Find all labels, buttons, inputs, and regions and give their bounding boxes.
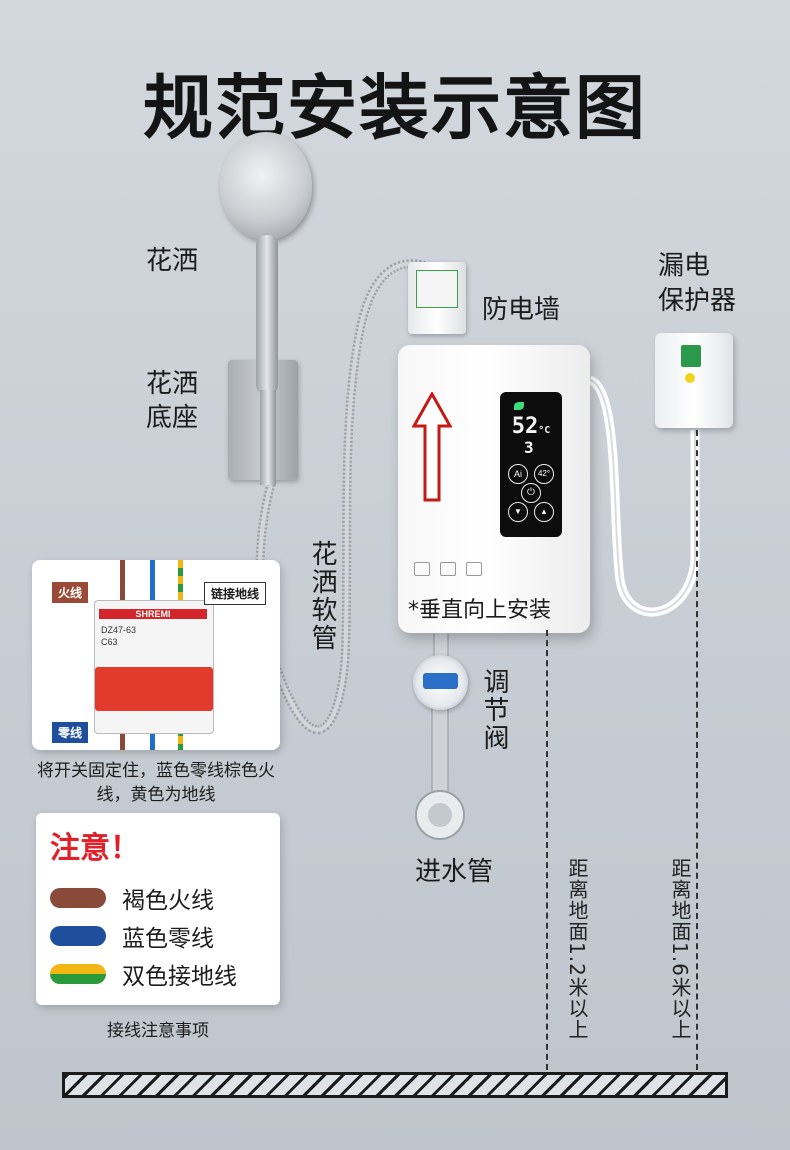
- arrow-up-icon: [412, 392, 452, 504]
- ground-wire-tag: 链接地线: [204, 582, 266, 605]
- sub-readout: 3: [524, 438, 534, 457]
- legend-text: 蓝色零线: [122, 919, 214, 953]
- yellow-green-swatch: [50, 964, 106, 984]
- notice-title: 注意！: [50, 823, 140, 867]
- heater-display-panel: 52°C 3 Ai 42° ⏻ ▼ ▲: [500, 392, 562, 537]
- leakage-protector-label-2: 保护器: [658, 285, 736, 319]
- height-guide-line-2: [696, 430, 698, 1070]
- wiring-notice-card: 注意！ 褐色火线 蓝色零线 双色接地线: [36, 813, 280, 1005]
- leakage-protector-device: [655, 333, 733, 428]
- circuit-breaker: SHREMI DZ47-63 C63: [94, 600, 214, 734]
- showerhead: [220, 132, 312, 240]
- neutral-wire-tag: 零线: [52, 722, 88, 743]
- height-label-2: 距离地面1.6米以上: [666, 858, 695, 1040]
- inlet-pipe-label: 进水管: [415, 856, 493, 890]
- inlet-pipe: [432, 700, 448, 795]
- temperature-value: 52: [512, 414, 539, 439]
- floor-line: [62, 1072, 728, 1098]
- temp-down-button[interactable]: ▼: [508, 502, 528, 522]
- brown-swatch: [50, 888, 106, 908]
- anti-shock-wall-device: [408, 262, 466, 334]
- legend-blue-neutral: 蓝色零线: [50, 921, 214, 951]
- legend-text: 双色接地线: [122, 957, 237, 991]
- status-icon: [440, 562, 456, 576]
- ai-button[interactable]: Ai: [508, 464, 528, 484]
- legend-brown-live: 褐色火线: [50, 883, 214, 913]
- install-note: *垂直向上安装: [408, 597, 551, 626]
- hose-label: 花洒软管: [304, 540, 341, 652]
- breaker-toggle-block: [95, 667, 213, 711]
- status-icon: [466, 562, 482, 576]
- breaker-wiring-card: SHREMI DZ47-63 C63 火线 链接地线 零线: [32, 560, 280, 750]
- height-label-1: 距离地面1.2米以上: [563, 858, 592, 1040]
- preset-temp-button[interactable]: 42°: [534, 464, 554, 484]
- notice-caption: 接线注意事项: [36, 1016, 280, 1041]
- temp-up-button[interactable]: ▲: [534, 502, 554, 522]
- breaker-brand: SHREMI: [99, 609, 207, 619]
- temperature-unit: °C: [538, 425, 550, 436]
- live-wire-tag: 火线: [52, 582, 88, 603]
- breaker-rating: C63: [101, 637, 118, 647]
- breaker-caption: 将开关固定住，蓝色零线棕色火线，黄色为地线: [36, 760, 276, 808]
- regulating-valve: [413, 655, 468, 710]
- legend-text: 褐色火线: [122, 881, 214, 915]
- showerhead-label: 花洒: [146, 245, 198, 279]
- leakage-protector-label-1: 漏电: [658, 250, 710, 284]
- power-button[interactable]: ⏻: [521, 483, 541, 503]
- legend-dual-ground: 双色接地线: [50, 959, 237, 989]
- height-guide-line-1: [546, 630, 548, 1070]
- heater-status-icons: [414, 562, 484, 576]
- status-icon: [414, 562, 430, 576]
- valve-label: 调节阀: [476, 668, 513, 752]
- showerhead-handle: [256, 235, 278, 395]
- showerhead-base-label-2: 底座: [146, 402, 198, 436]
- blue-swatch: [50, 926, 106, 946]
- breaker-model: DZ47-63: [101, 625, 136, 635]
- leaf-indicator-icon: [514, 402, 524, 410]
- anti-shock-wall-label: 防电墙: [482, 294, 560, 328]
- showerhead-base-label-1: 花洒: [146, 368, 198, 402]
- temperature-readout: 52°C: [504, 414, 558, 439]
